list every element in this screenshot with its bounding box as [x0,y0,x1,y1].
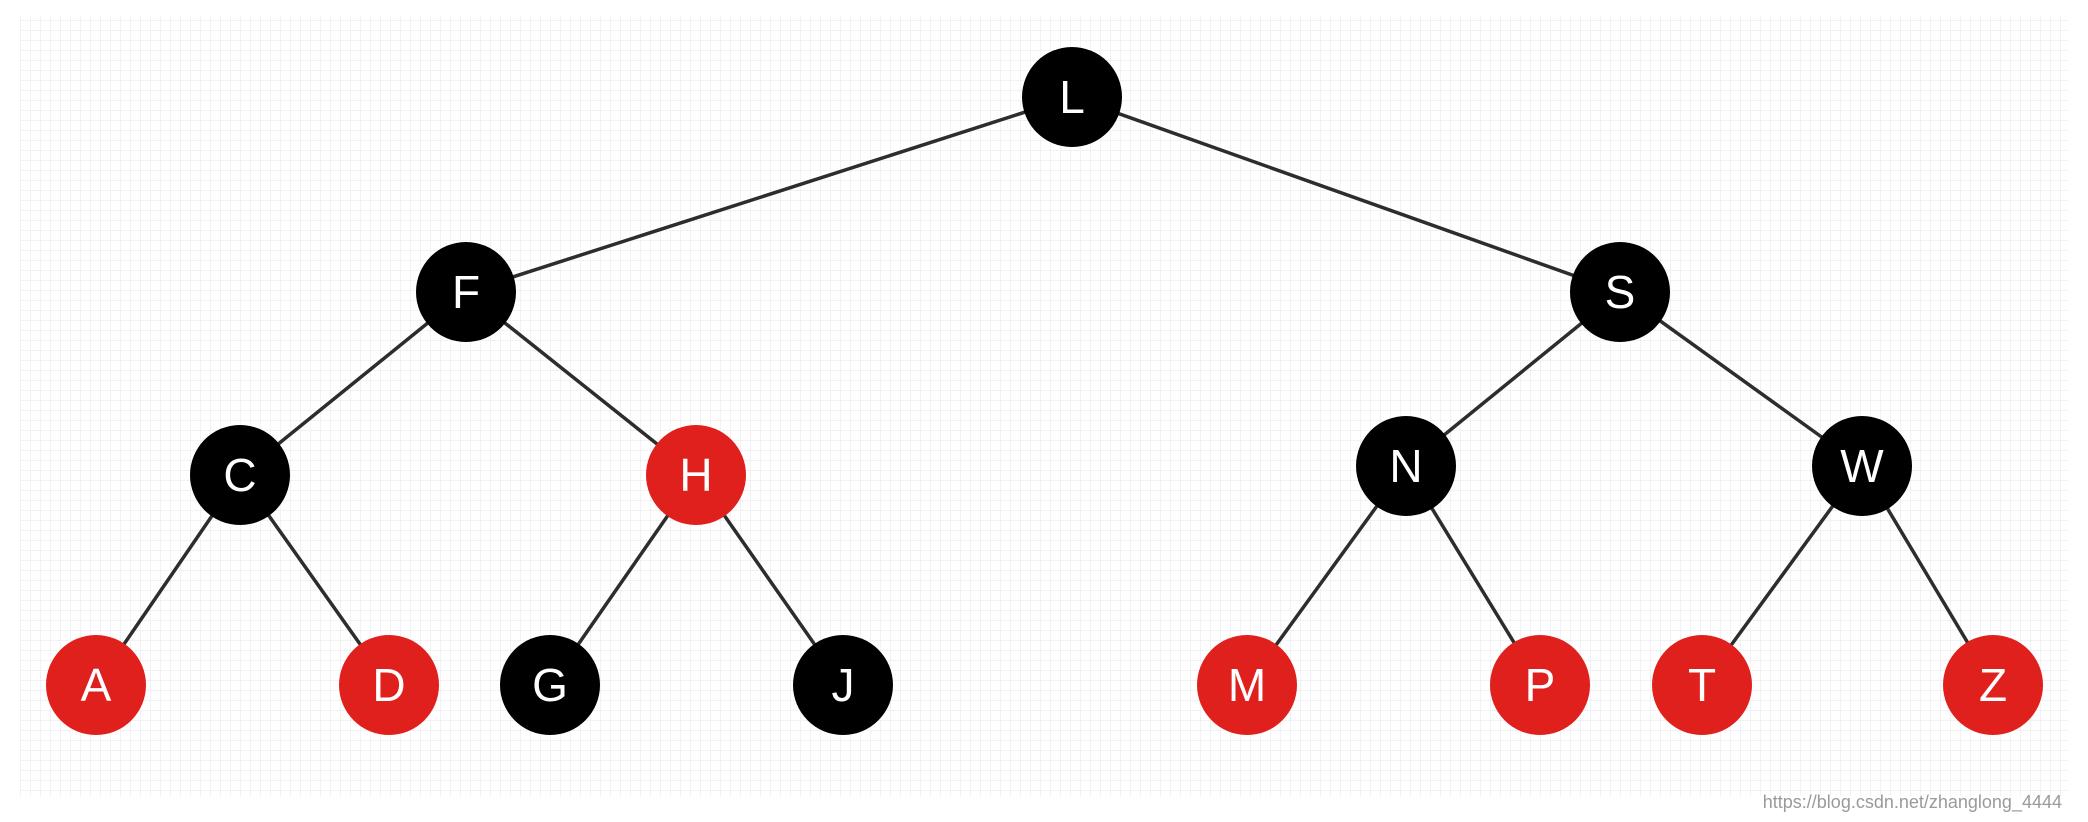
node-circle-p [1490,635,1590,735]
tree-node-p: P [1490,635,1590,735]
node-circle-c [190,425,290,525]
tree-node-l: L [1022,47,1122,147]
tree-node-w: W [1812,416,1912,516]
nodes-layer: L F S C H N W A D G J M P T Z [46,47,2043,735]
node-circle-a [46,635,146,735]
node-label-c: C [223,449,256,501]
node-label-j: J [832,659,855,711]
node-label-p: P [1525,659,1556,711]
node-circle-n [1356,416,1456,516]
node-circle-m [1197,635,1297,735]
node-circle-z [1943,635,2043,735]
node-circle-s [1570,242,1670,342]
node-circle-w [1812,416,1912,516]
tree-node-s: S [1570,242,1670,342]
node-label-g: G [532,659,568,711]
tree-node-z: Z [1943,635,2043,735]
node-circle-t [1652,635,1752,735]
node-circle-d [339,635,439,735]
node-label-h: H [679,449,712,501]
node-label-s: S [1605,266,1636,318]
node-circle-j [793,635,893,735]
tree-node-a: A [46,635,146,735]
edge-l-s [1071,95,1621,294]
node-label-t: T [1688,659,1716,711]
node-label-f: F [452,266,480,318]
watermark-text: https://blog.csdn.net/zhanglong_4444 [1763,792,2062,813]
node-circle-h [646,425,746,525]
tree-node-m: M [1197,635,1297,735]
node-circle-g [500,635,600,735]
tree-node-c: C [190,425,290,525]
tree-node-d: D [339,635,439,735]
tree-node-g: G [500,635,600,735]
tree-node-j: J [793,635,893,735]
node-label-a: A [81,659,112,711]
node-label-n: N [1389,440,1422,492]
tree-node-t: T [1652,635,1752,735]
tree-node-h: H [646,425,746,525]
edge-l-f [465,95,1073,294]
tree-node-f: F [416,242,516,342]
node-label-m: M [1228,659,1266,711]
tree-node-n: N [1356,416,1456,516]
node-label-z: Z [1979,659,2007,711]
node-label-d: D [372,659,405,711]
node-label-w: W [1840,440,1884,492]
node-circle-l [1022,47,1122,147]
node-label-l: L [1059,71,1085,123]
node-circle-f [416,242,516,342]
